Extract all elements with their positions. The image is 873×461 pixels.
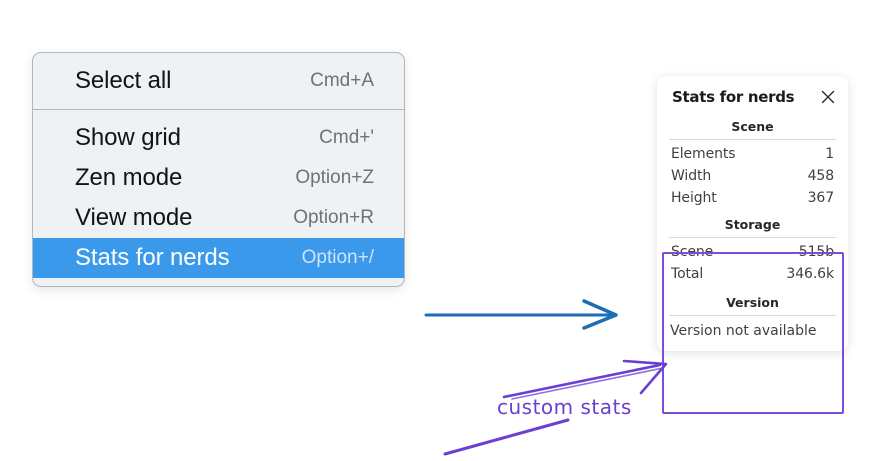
stats-section-scene: Scene Elements 1 Width 458 Height 367 [657,117,848,209]
version-value: Version not available [670,323,817,339]
menu-item-stats-for-nerds[interactable]: Stats for nerds Option+/ [33,238,404,278]
stat-key: Width [671,168,712,184]
menu-item-shortcut: Cmd+' [319,127,374,148]
menu-item-label: Stats for nerds [75,244,230,271]
menu-item-shortcut: Option+Z [295,167,374,188]
stat-row: Scene 515b [657,241,848,263]
section-title: Storage [724,217,781,232]
menu-item-label: Zen mode [75,164,183,191]
stats-for-nerds-panel[interactable]: Stats for nerds Scene Elements 1 Width 4… [657,76,848,351]
menu-item-view-mode[interactable]: View mode Option+R [33,198,404,238]
blue-flow-arrow [424,299,618,330]
menu-item-zen-mode[interactable]: Zen mode Option+Z [33,158,404,198]
stat-value: 1 [825,146,834,162]
stat-value: 458 [807,168,835,184]
annotation-arrow-to-card [502,359,668,400]
stats-card-header: Stats for nerds [657,88,848,106]
stat-value: 515b [798,244,834,260]
stat-key: Height [671,190,717,206]
menu-group-2: Show grid Cmd+' Zen mode Option+Z View m… [33,109,404,286]
stat-value: 367 [807,190,835,206]
menu-item-select-all[interactable]: Select all Cmd+A [33,61,404,101]
stat-row: Height 367 [657,187,848,209]
close-icon[interactable] [820,89,836,105]
section-title: Scene [731,119,774,134]
menu-item-label: Show grid [75,124,181,151]
section-divider [669,237,836,238]
stat-key: Total [671,266,704,282]
stat-row: Elements 1 [657,143,848,165]
menu-item-label: Select all [75,67,172,94]
annotation-label: custom stats [497,395,632,419]
stats-card-title: Stats for nerds [672,88,795,106]
stat-row: Width 458 [657,165,848,187]
stats-section-version: Version Version not available [657,293,848,341]
section-title: Version [726,295,779,310]
menu-group-1: Select all Cmd+A [33,53,404,109]
stats-section-storage: Storage Scene 515b Total 346.6k [657,215,848,285]
menu-item-show-grid[interactable]: Show grid Cmd+' [33,118,404,158]
menu-item-shortcut: Option+R [293,207,374,228]
section-divider [669,315,836,316]
section-divider [669,139,836,140]
stat-key: Elements [671,146,736,162]
menu-item-shortcut: Option+/ [301,247,374,268]
stat-value: 346.6k [786,266,834,282]
annotation-underline-stroke [443,418,570,456]
menu-item-shortcut: Cmd+A [310,70,374,91]
menu-item-label: View mode [75,204,193,231]
context-menu[interactable]: Select all Cmd+A Show grid Cmd+' Zen mod… [32,52,405,287]
stat-row: Total 346.6k [657,263,848,285]
stat-key: Scene [671,244,714,260]
